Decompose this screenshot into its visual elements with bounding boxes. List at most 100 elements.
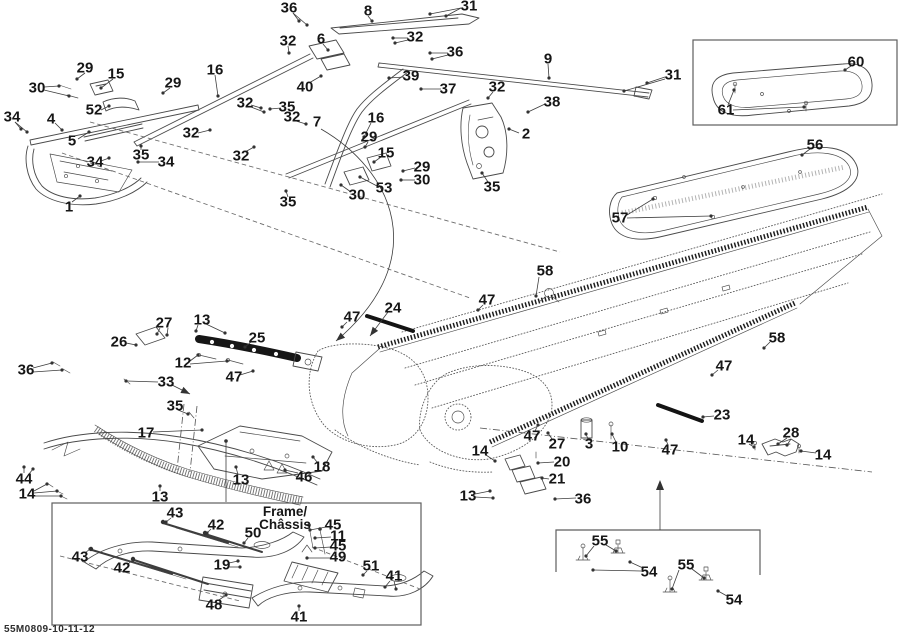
leader-line (626, 198, 654, 216)
callout-54: 54 (641, 564, 658, 581)
callout-48: 48 (206, 597, 223, 614)
callout-13: 13 (233, 472, 250, 489)
callout-20: 20 (554, 454, 571, 471)
leader-line (309, 526, 327, 531)
callout-45: 45 (330, 538, 347, 555)
callout-42: 42 (114, 560, 131, 577)
callout-26: 26 (111, 334, 128, 351)
callout-61: 61 (718, 102, 735, 119)
callout-15: 15 (378, 145, 395, 162)
leader-line (189, 360, 228, 365)
frame-box-label-line1: Frame/ (263, 504, 308, 519)
line-art (25, 13, 883, 609)
callout-16: 16 (368, 110, 385, 127)
frame-box-label-line2: Châssis (259, 517, 311, 532)
callout-30: 30 (414, 172, 431, 189)
inset-box-frame-chassis (51, 502, 422, 626)
callout-29: 29 (165, 75, 182, 92)
callout-14: 14 (472, 443, 489, 460)
callout-32: 32 (183, 125, 200, 142)
callout-17: 17 (138, 425, 155, 442)
callout-58: 58 (769, 330, 786, 347)
callout-52: 52 (86, 102, 103, 119)
callout-32: 32 (233, 148, 250, 165)
callout-36: 36 (281, 0, 298, 17)
leader-line (671, 569, 680, 590)
callout-32: 32 (284, 109, 301, 126)
leader-line (314, 546, 332, 549)
callout-35: 35 (484, 179, 501, 196)
leader-line (308, 75, 322, 84)
leader-line (702, 415, 715, 418)
callout-35: 35 (167, 398, 184, 415)
callout-55: 55 (592, 533, 609, 550)
callout-57: 57 (612, 210, 629, 227)
callout-10: 10 (612, 439, 629, 456)
leader-line (363, 122, 372, 138)
leader-line (535, 276, 540, 297)
callout-34: 34 (158, 154, 175, 171)
leader-line (800, 450, 817, 454)
callout-36: 36 (447, 44, 464, 61)
callout-47: 47 (716, 358, 733, 375)
leader-line (244, 146, 255, 153)
leader-line (727, 89, 735, 106)
callout-45: 45 (325, 517, 342, 534)
callout-13: 13 (460, 488, 477, 505)
callout-4: 4 (47, 111, 56, 128)
callout-32: 32 (280, 33, 297, 50)
callout-31: 31 (461, 0, 478, 15)
callout-34: 34 (4, 109, 21, 126)
callout-27: 27 (156, 315, 173, 332)
leader-line (292, 12, 308, 26)
leader-line (284, 469, 299, 474)
leader-line (177, 409, 189, 415)
leader-line (481, 172, 489, 183)
leader-line (250, 104, 262, 109)
leader-line (43, 85, 60, 88)
leader-line (394, 39, 409, 44)
leader-line (554, 497, 577, 500)
callout-53: 53 (376, 180, 393, 197)
callout-13: 13 (194, 312, 211, 329)
leader-line (431, 54, 449, 60)
callout-13: 13 (152, 489, 169, 506)
callout-7: 7 (313, 114, 321, 131)
callout-24: 24 (385, 300, 402, 317)
callout-54: 54 (726, 592, 743, 609)
callout-30: 30 (29, 80, 46, 97)
leader-line (33, 490, 58, 494)
callout-2: 2 (522, 126, 530, 143)
leader-line (474, 496, 494, 499)
leader-line (429, 7, 462, 15)
callout-47: 47 (479, 292, 496, 309)
leader-line (33, 483, 48, 492)
callout-3: 3 (585, 436, 593, 453)
callout-32: 32 (489, 79, 506, 96)
callout-18: 18 (314, 459, 331, 476)
callout-42: 42 (208, 517, 225, 534)
leader-line (592, 569, 642, 572)
callout-35: 35 (133, 147, 150, 164)
callout-51: 51 (363, 558, 380, 575)
callout-32: 32 (237, 95, 254, 112)
leader-line (100, 78, 114, 89)
leader-line (71, 195, 81, 203)
callout-47: 47 (344, 309, 361, 326)
callout-25: 25 (249, 330, 266, 347)
callout-33: 33 (158, 374, 175, 391)
callout-39: 39 (403, 68, 420, 85)
callout-36: 36 (575, 491, 592, 508)
leader-line (77, 131, 90, 140)
leader-line (32, 362, 53, 369)
leader-line (295, 120, 307, 125)
callout-41: 41 (291, 609, 308, 626)
callout-15: 15 (108, 66, 125, 83)
callout-35: 35 (279, 99, 296, 116)
leader-line (402, 167, 416, 172)
leader-line (314, 536, 332, 539)
callout-38: 38 (544, 94, 561, 111)
